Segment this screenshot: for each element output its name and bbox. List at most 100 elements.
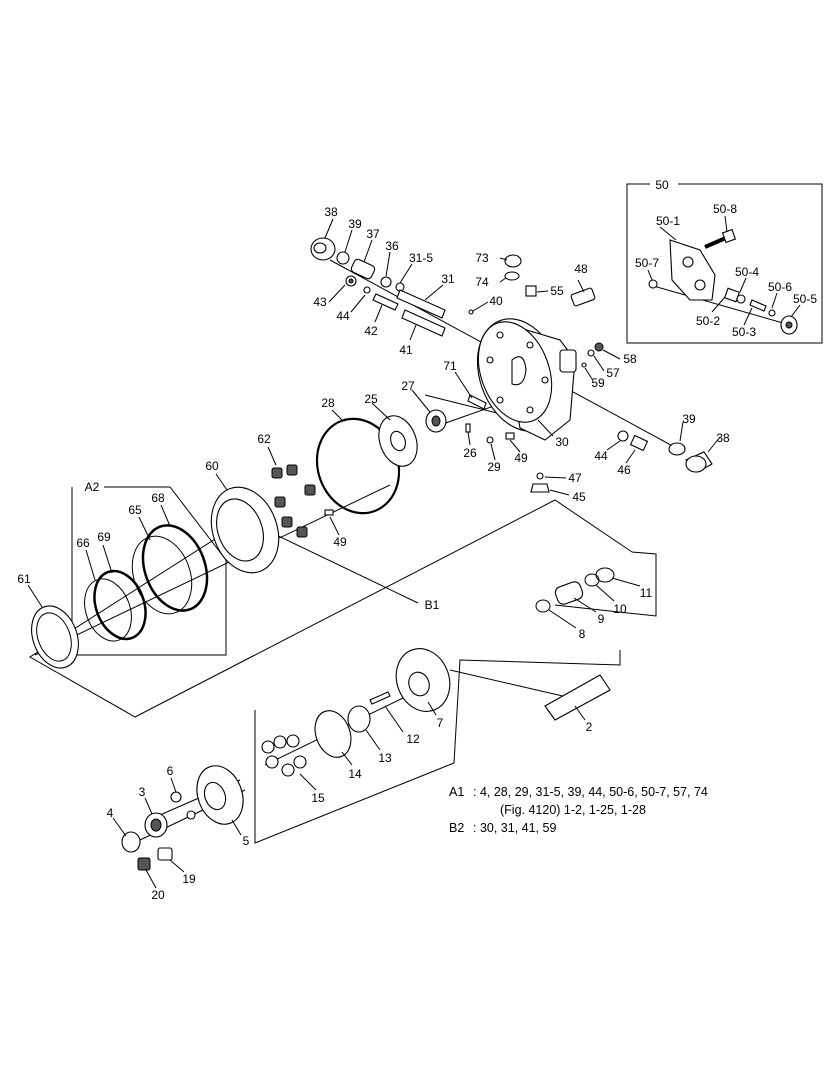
bearing-27 xyxy=(425,409,447,433)
label-38-upper: 38 xyxy=(324,205,338,219)
label-4: 4 xyxy=(107,806,114,820)
label-68: 68 xyxy=(151,491,165,505)
cap-73 xyxy=(504,254,522,268)
ring-10 xyxy=(584,573,600,587)
label-58: 58 xyxy=(623,352,637,366)
pin-59 xyxy=(581,362,587,368)
label-47: 47 xyxy=(568,471,582,485)
label-60: 60 xyxy=(205,459,219,473)
label-2: 2 xyxy=(586,720,593,734)
label-5: 5 xyxy=(243,834,250,848)
plug-38-right xyxy=(685,451,713,473)
o-ring-74 xyxy=(504,271,520,281)
seal-69 xyxy=(93,569,147,641)
label-61: 61 xyxy=(17,572,31,586)
label-55: 55 xyxy=(550,284,564,298)
o-ring-57 xyxy=(587,349,595,357)
o-ring-50-7 xyxy=(648,279,658,289)
valve-block-50-1 xyxy=(669,239,716,301)
label-31: 31 xyxy=(441,272,455,286)
label-40: 40 xyxy=(489,294,503,308)
label-50-4: 50-4 xyxy=(735,265,759,279)
label-6: 6 xyxy=(167,764,174,778)
label-12: 12 xyxy=(406,732,420,746)
note-a1-line1: : 4, 28, 29, 31-5, 39, 44, 50-6, 50-7, 5… xyxy=(473,785,708,799)
label-50-5: 50-5 xyxy=(793,292,817,306)
label-b1: B1 xyxy=(425,598,440,612)
ring-50-6 xyxy=(768,309,776,317)
kit-notes: A1 : 4, 28, 29, 31-5, 39, 44, 50-6, 50-7… xyxy=(449,785,708,835)
pin-40 xyxy=(468,309,474,315)
label-37: 37 xyxy=(366,227,380,241)
label-25: 25 xyxy=(364,392,378,406)
label-50-7: 50-7 xyxy=(635,256,659,270)
label-44-upper: 44 xyxy=(336,309,350,323)
label-11: 11 xyxy=(640,586,653,600)
note-a1-key: A1 xyxy=(449,785,464,799)
o-ring-29 xyxy=(486,436,494,444)
label-36: 36 xyxy=(385,239,399,253)
label-20: 20 xyxy=(151,888,165,902)
label-a2: A2 xyxy=(85,480,100,494)
label-59: 59 xyxy=(591,376,605,390)
label-50-2: 50-2 xyxy=(696,314,720,328)
flange-5 xyxy=(196,765,244,825)
label-73: 73 xyxy=(475,251,489,265)
label-30: 30 xyxy=(555,435,569,449)
motor-cover-housing xyxy=(476,318,577,441)
bolt-50-8 xyxy=(704,228,737,249)
plug-45 xyxy=(530,483,550,493)
label-27: 27 xyxy=(401,379,415,393)
label-69: 69 xyxy=(97,530,111,544)
label-50-6: 50-6 xyxy=(768,280,792,294)
label-50-3: 50-3 xyxy=(732,325,756,339)
label-42: 42 xyxy=(364,324,378,338)
ball-6b xyxy=(186,810,196,820)
pin-49-mid xyxy=(505,432,515,440)
label-71: 71 xyxy=(443,359,457,373)
spool-41 xyxy=(401,309,446,337)
label-39-upper: 39 xyxy=(348,217,362,231)
ball-47 xyxy=(536,472,544,480)
pin-49-left xyxy=(324,509,334,516)
label-39-right: 39 xyxy=(682,412,696,426)
ball-guide-13 xyxy=(347,705,371,733)
label-41: 41 xyxy=(399,343,413,357)
springs-62 xyxy=(271,464,316,538)
cylinder-block-7 xyxy=(395,648,451,712)
label-74: 74 xyxy=(475,275,489,289)
label-46: 46 xyxy=(617,463,631,477)
plug-55 xyxy=(525,285,537,297)
label-26: 26 xyxy=(463,446,477,460)
ring-8 xyxy=(535,599,551,613)
label-49-left: 49 xyxy=(333,535,347,549)
spool-31 xyxy=(396,289,446,319)
housing-ring-60 xyxy=(210,486,280,574)
label-3: 3 xyxy=(139,785,146,799)
seal-68 xyxy=(141,524,209,612)
label-14: 14 xyxy=(348,767,362,781)
fitting-46 xyxy=(629,434,649,452)
ball-6 xyxy=(170,791,182,803)
label-7: 7 xyxy=(437,716,444,730)
o-ring-44-right xyxy=(617,430,629,442)
pistons-15 xyxy=(261,734,307,777)
pin-26 xyxy=(465,423,471,433)
label-62: 62 xyxy=(257,432,271,446)
label-28: 28 xyxy=(321,396,335,410)
o-ring-39-right xyxy=(668,442,686,456)
fitting-48 xyxy=(570,287,596,307)
group-50-box xyxy=(626,183,823,344)
ring-36 xyxy=(380,276,392,288)
label-48: 48 xyxy=(574,262,588,276)
o-ring-39-upper xyxy=(336,251,350,265)
label-19: 19 xyxy=(182,872,196,886)
label-29: 29 xyxy=(487,460,501,474)
spring-71 xyxy=(467,394,487,410)
o-ring-44-upper xyxy=(363,286,371,294)
seal-61 xyxy=(31,605,79,669)
plate-25 xyxy=(378,415,418,467)
label-57: 57 xyxy=(606,366,620,380)
pins-12 xyxy=(369,691,391,705)
